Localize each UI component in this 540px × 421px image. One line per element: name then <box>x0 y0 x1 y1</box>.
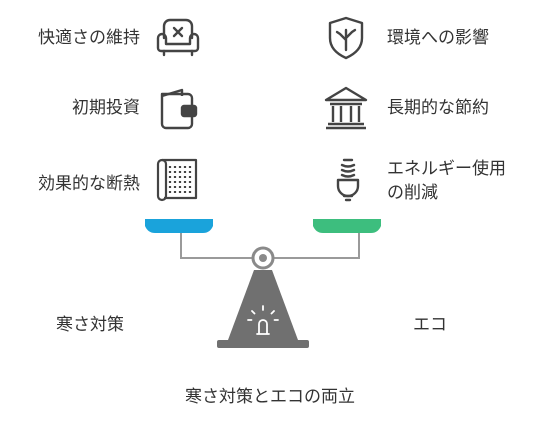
left-item-3-label: 効果的な断熱 <box>38 174 140 194</box>
bank-icon <box>320 82 372 134</box>
left-item-1-label: 快適さの維持 <box>38 28 140 48</box>
left-pan <box>145 219 213 233</box>
right-pan <box>313 219 381 233</box>
right-item-3-label-line2: の削減 <box>387 183 438 203</box>
scale-stand <box>228 270 298 340</box>
right-item-1-label: 環境への影響 <box>387 28 489 48</box>
shield-tree-icon <box>320 12 372 64</box>
diagram-caption: 寒さ対策とエコの両立 <box>185 387 355 407</box>
left-pan-label: 寒さ対策 <box>56 315 124 335</box>
pivot-center <box>259 254 267 262</box>
left-item-2-label: 初期投資 <box>72 98 140 118</box>
eco-bulb-icon <box>322 154 374 206</box>
armchair-icon <box>152 12 204 64</box>
scale-base <box>217 340 309 348</box>
light-icon <box>247 305 279 335</box>
right-item-3-label-line1: エネルギー使用 <box>387 159 506 179</box>
right-pan-label: エコ <box>413 315 447 335</box>
right-item-2-label: 長期的な節約 <box>387 98 489 118</box>
insulation-roll-icon <box>152 154 204 206</box>
wallet-icon <box>152 82 204 134</box>
